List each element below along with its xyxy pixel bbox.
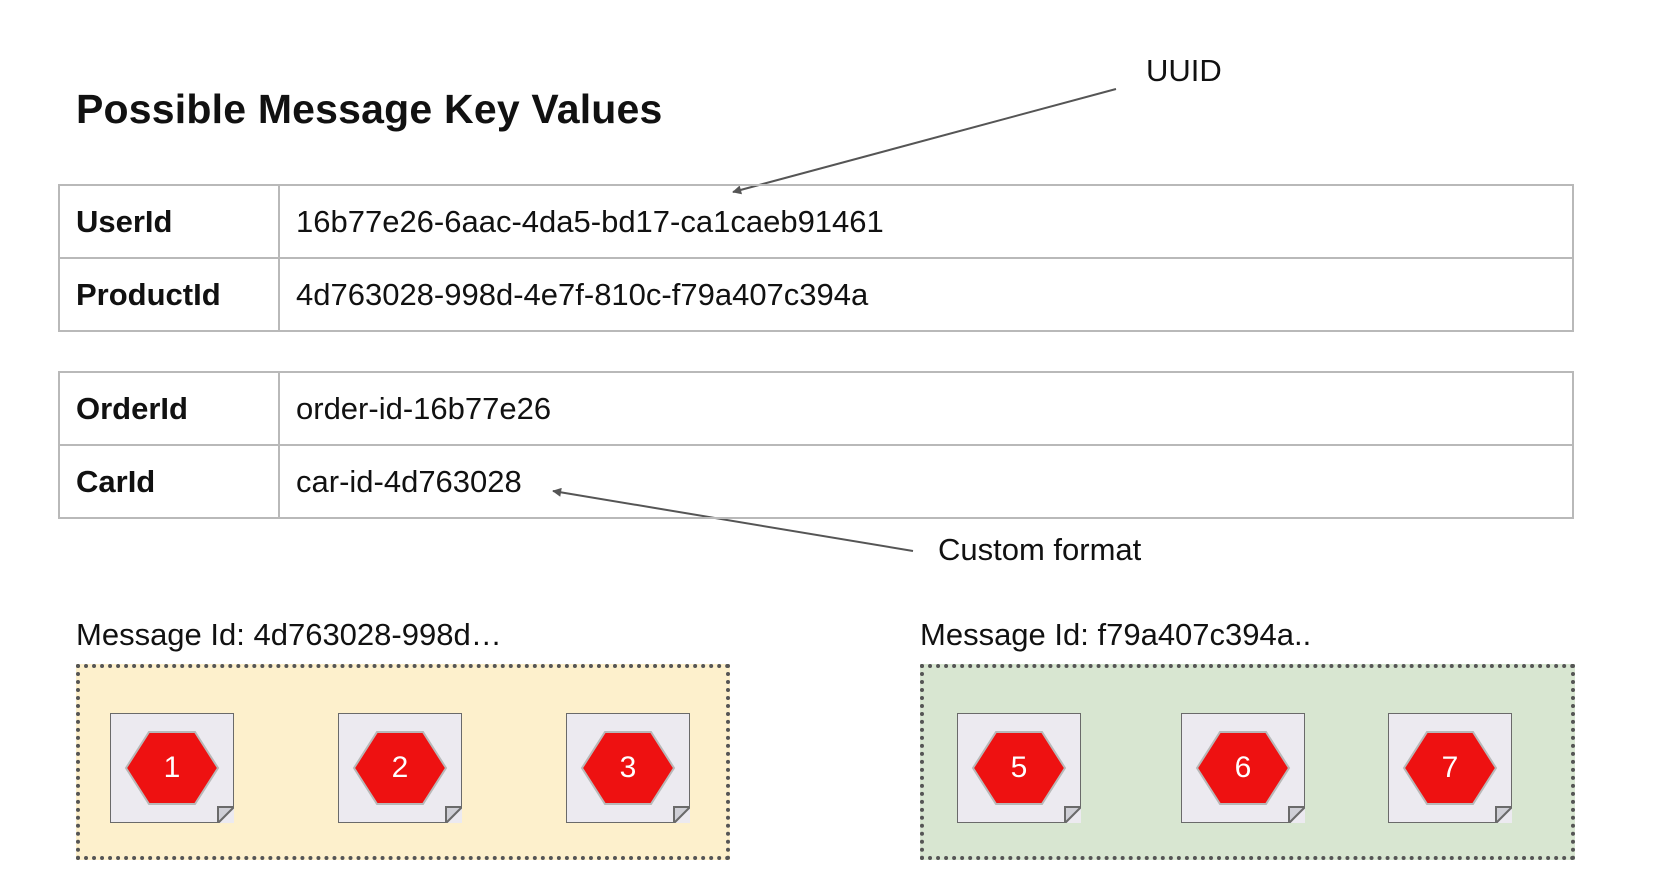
message-group-label: Message Id: f79a407c394a.. bbox=[920, 617, 1312, 652]
key-name: ProductId bbox=[58, 257, 280, 332]
hexagon-icon bbox=[110, 713, 234, 823]
hexagon-icon bbox=[1388, 713, 1512, 823]
hexagon-icon bbox=[1181, 713, 1305, 823]
message-number: 5 bbox=[1010, 751, 1028, 784]
hexagon-icon bbox=[338, 713, 462, 823]
uuid-key-table: UserId 16b77e26-6aac-4da5-bd17-ca1caeb91… bbox=[58, 184, 1574, 332]
key-name: CarId bbox=[58, 444, 280, 519]
message-group-label: Message Id: 4d763028-998d… bbox=[76, 617, 502, 652]
message-number: 1 bbox=[163, 751, 181, 784]
key-value: 4d763028-998d-4e7f-810c-f79a407c394a bbox=[278, 257, 1574, 332]
table-row: UserId 16b77e26-6aac-4da5-bd17-ca1caeb91… bbox=[58, 184, 1574, 259]
message-group: 5 6 7 bbox=[920, 664, 1575, 860]
key-value: car-id-4d763028 bbox=[278, 444, 1574, 519]
custom-key-table: OrderId order-id-16b77e26 CarId car-id-4… bbox=[58, 371, 1574, 519]
message-number: 6 bbox=[1234, 751, 1252, 784]
table-row: CarId car-id-4d763028 bbox=[58, 444, 1574, 519]
uuid-arrow bbox=[732, 88, 1117, 195]
message-number: 7 bbox=[1441, 751, 1459, 784]
table-row: OrderId order-id-16b77e26 bbox=[58, 371, 1574, 446]
message-group: 1 2 3 bbox=[76, 664, 730, 860]
message-number: 2 bbox=[391, 751, 409, 784]
message-card: 6 bbox=[1181, 713, 1305, 823]
diagram-title: Possible Message Key Values bbox=[76, 86, 663, 132]
key-name: OrderId bbox=[58, 371, 280, 446]
message-card: 2 bbox=[338, 713, 462, 823]
custom-format-annotation: Custom format bbox=[938, 532, 1142, 567]
key-value: 16b77e26-6aac-4da5-bd17-ca1caeb91461 bbox=[278, 184, 1574, 259]
hexagon-icon bbox=[957, 713, 1081, 823]
message-number: 3 bbox=[619, 751, 637, 784]
message-card: 1 bbox=[110, 713, 234, 823]
key-name: UserId bbox=[58, 184, 280, 259]
key-value: order-id-16b77e26 bbox=[278, 371, 1574, 446]
table-row: ProductId 4d763028-998d-4e7f-810c-f79a40… bbox=[58, 257, 1574, 332]
uuid-annotation: UUID bbox=[1146, 53, 1222, 88]
message-card: 5 bbox=[957, 713, 1081, 823]
message-card: 7 bbox=[1388, 713, 1512, 823]
hexagon-icon bbox=[566, 713, 690, 823]
message-card: 3 bbox=[566, 713, 690, 823]
